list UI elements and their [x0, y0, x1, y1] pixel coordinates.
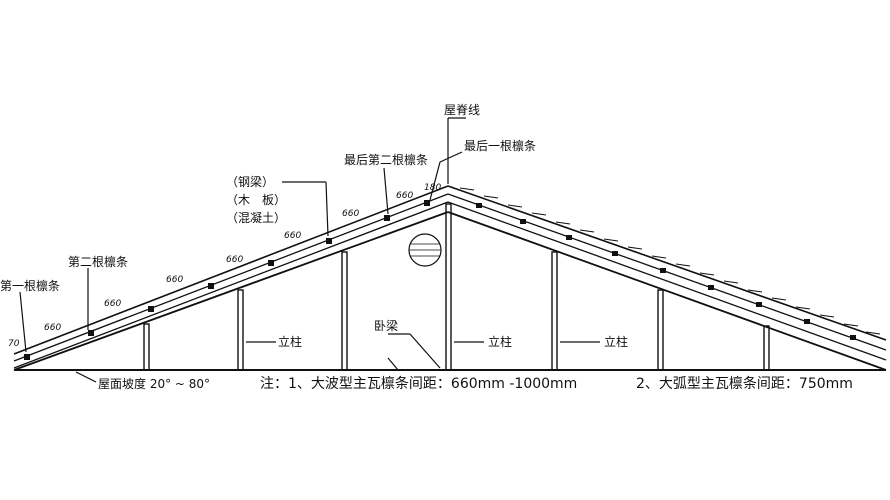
wood-board-label: （木 板） — [226, 193, 286, 207]
right-purlins — [476, 203, 856, 340]
leader-lines — [19, 117, 600, 383]
left-purlins — [24, 200, 430, 360]
last-purlin-label: 最后一根檩条 — [464, 138, 536, 153]
post-label: 立柱 — [488, 334, 512, 349]
dimension-first: 70 — [8, 339, 20, 349]
posts — [143, 203, 770, 371]
vent-circle — [408, 233, 442, 267]
steel-beam-label: （钢梁） — [226, 174, 274, 189]
first-purlin-label: 第一根檩条 — [0, 278, 60, 293]
dimension-660: 660 — [44, 323, 61, 333]
second-purlin-label: 第二根檩条 — [68, 254, 128, 269]
concrete-label: （混凝土） — [226, 210, 286, 225]
left-roof-slope — [13, 185, 449, 371]
post-label: 立柱 — [278, 334, 302, 349]
roof-tile-ridges — [459, 187, 881, 335]
ridge-line-label: 屋脊线 — [444, 103, 480, 117]
roof-slope-label: 屋面坡度 20° ~ 80° — [98, 376, 210, 391]
post-label: 立柱 — [604, 334, 628, 349]
dimension-last: 180 — [424, 183, 441, 193]
right-roof-slope — [447, 185, 887, 371]
dimension-660: 660 — [104, 299, 121, 309]
note-1: 注：1、大波型主瓦檩条间距：660mm -1000mm — [260, 375, 577, 392]
dimension-660: 660 — [166, 275, 183, 285]
dimension-660: 660 — [226, 255, 243, 265]
horizontal-beam-label: 卧梁 — [374, 318, 398, 333]
component-labels: 屋脊线 最后第二根檩条 最后一根檩条 （钢梁） （木 板） （混凝土） 第二根檩… — [0, 103, 628, 391]
dimension-660: 660 — [284, 231, 301, 241]
dimension-660: 660 — [396, 191, 413, 201]
ridge-post — [445, 203, 452, 371]
spacing-dimensions: 70 660 660 660 660 660 660 660 180 — [8, 183, 441, 349]
notes: 注：1、大波型主瓦檩条间距：660mm -1000mm 2、大弧型主瓦檩条间距：… — [260, 375, 853, 392]
note-2: 2、大弧型主瓦檩条间距：750mm — [636, 375, 853, 392]
last-second-purlin-label: 最后第二根檩条 — [344, 152, 428, 167]
dimension-660: 660 — [342, 209, 359, 219]
